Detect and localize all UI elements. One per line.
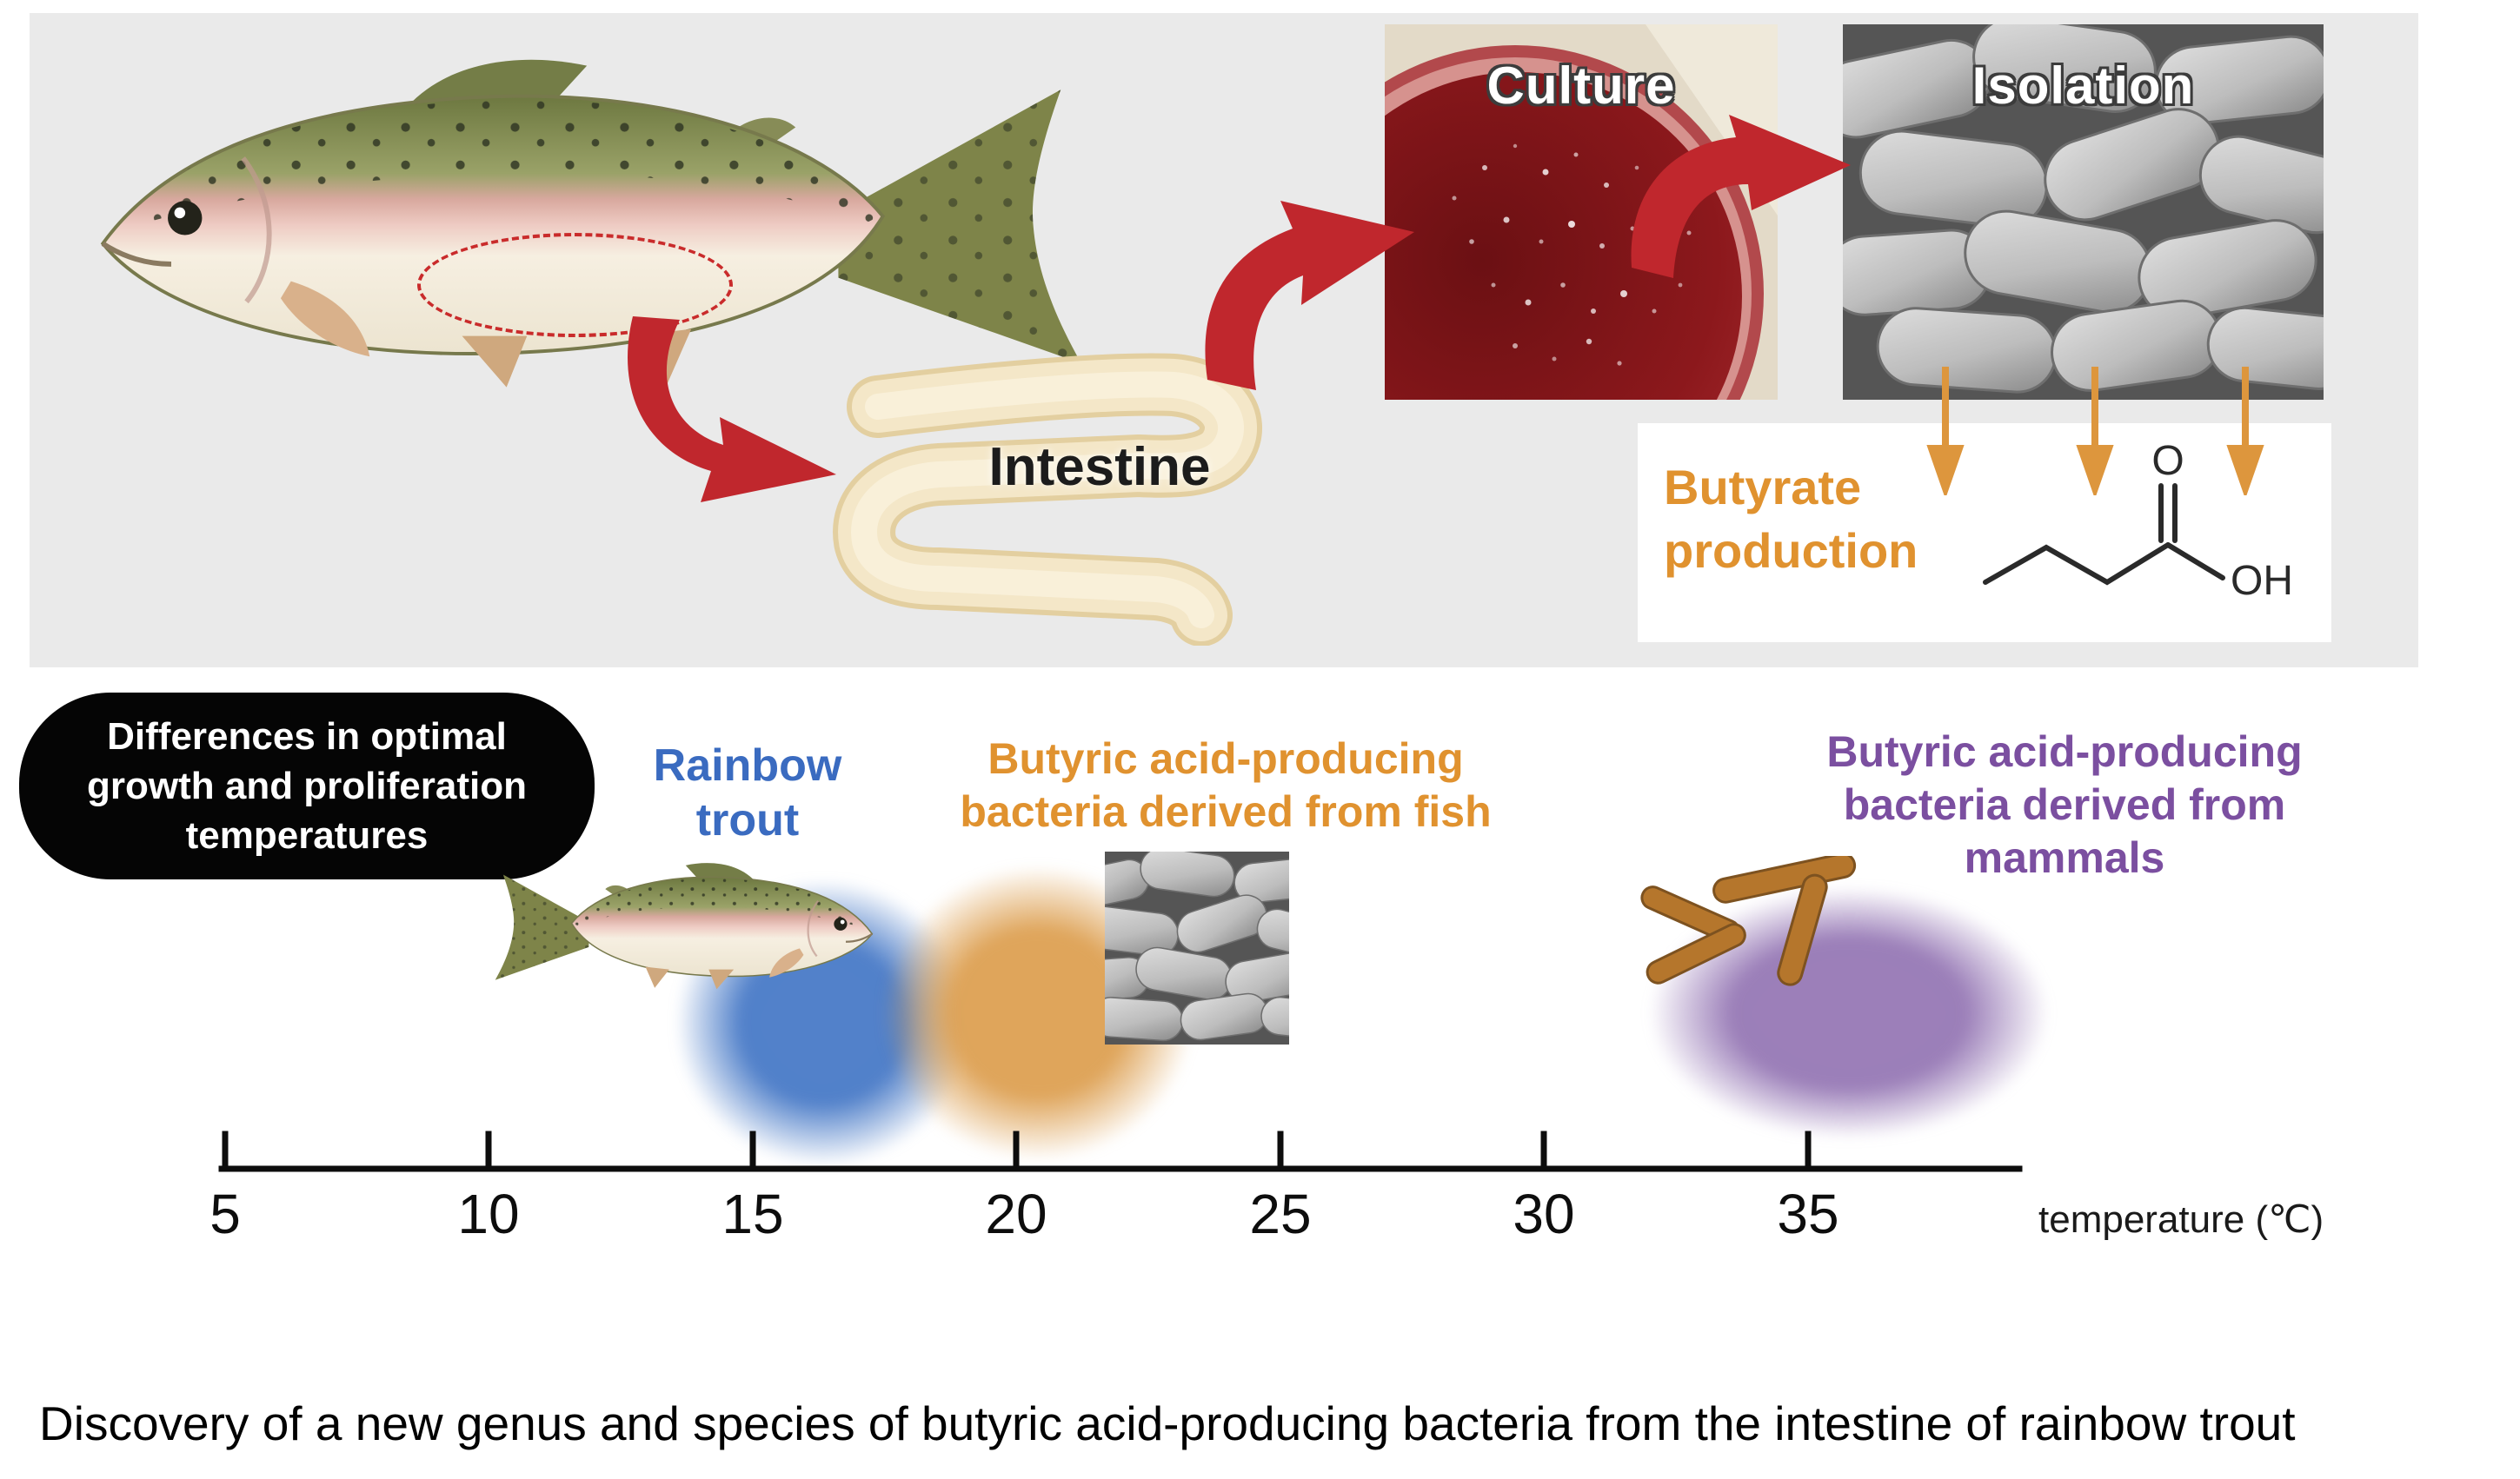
butyrate-production-box: Butyrate production O OH (1638, 423, 2331, 642)
butyrate-production-label: Butyrate production (1664, 460, 1918, 578)
chem-oh-label: OH (2231, 558, 2293, 604)
dashed-intestine-outline (417, 233, 733, 337)
red-arrow-fish-to-intestine (628, 316, 836, 502)
small-bacteria-image (1105, 852, 1289, 1045)
tick-label-30: 30 (1513, 1183, 1575, 1245)
tick-label-35: 35 (1777, 1183, 1839, 1245)
culture-dish-graphic (1385, 24, 1778, 400)
isolation-label: Isolation (1971, 56, 2195, 115)
orange-down-arrows (1926, 367, 2264, 495)
small-bacteria-graphic (1105, 852, 1289, 1045)
butyric-acid-structure: O OH (1983, 438, 2293, 604)
chem-o-label: O (2151, 438, 2184, 484)
legend-box-text: Differences in optimal growth and prolif… (87, 714, 527, 858)
tick-label-20: 20 (985, 1183, 1047, 1245)
tick-label-10: 10 (457, 1183, 520, 1245)
red-arrow-intestine-to-culture (1205, 201, 1414, 390)
small-trout-illustration (494, 862, 874, 991)
legend-box: Differences in optimal growth and prolif… (19, 693, 595, 879)
figure-caption: Discovery of a new genus and species of … (39, 1396, 2296, 1450)
intestine-label: Intestine (988, 437, 1211, 497)
bacteria-sem-image: Isolation (1843, 24, 2324, 400)
intestine-illustration (833, 353, 1262, 646)
tick-label-5: 5 (209, 1183, 241, 1245)
red-arrow-culture-to-isolation (1631, 115, 1851, 278)
fish-bacteria-label: Butyric acid-producing bacteria derived … (960, 734, 1492, 836)
tick-label-15: 15 (721, 1183, 784, 1245)
culture-label: Culture (1486, 56, 1676, 115)
mammal-bacteria-label: Butyric acid-producing bacteria derived … (1826, 727, 2303, 882)
rainbow-trout-label: Rainbow trout (653, 740, 842, 846)
temperature-axis (218, 1131, 2023, 1172)
orange-rod-bacteria (1640, 856, 1857, 986)
culture-dish-image: Culture (1385, 24, 1778, 400)
tick-label-25: 25 (1249, 1183, 1312, 1245)
temperature-unit-label: temperature (℃) (2038, 1198, 2324, 1241)
